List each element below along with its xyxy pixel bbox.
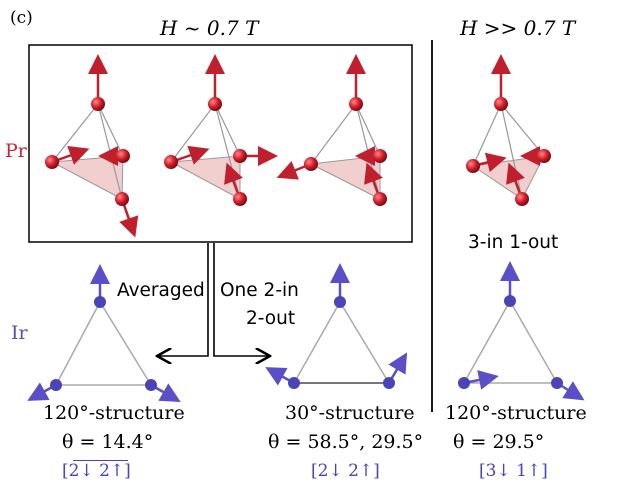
three-in-one-out-label: 3-in 1-out [468, 232, 559, 253]
connector-arrows [157, 243, 270, 356]
pr-tetrahedron-3 [276, 54, 387, 206]
middle-config-label: [2↓ 2↑] [311, 461, 380, 481]
ir-triangle-middle [265, 263, 408, 389]
right-structure-label: 120°-structure [445, 402, 587, 424]
left-config-label: [2↓ 2↑] [62, 461, 131, 481]
one-2in-label-line1: One 2-in [220, 280, 299, 301]
left-structure-label: 120°-structure [43, 402, 185, 424]
pr-tetrahedron-high-field [466, 54, 551, 206]
pr-label: Pr [5, 140, 27, 162]
panel-label: (c) [10, 8, 33, 28]
right-theta-label: θ = 29.5° [453, 431, 545, 453]
header-low-field: H ~ 0.7 T [160, 16, 259, 40]
left-theta-label: θ = 14.4° [62, 431, 154, 453]
ir-triangle-right [458, 261, 585, 401]
middle-structure-label: 30°-structure [285, 402, 415, 424]
low-field-box [28, 44, 413, 243]
pr-tetrahedron-2 [164, 54, 278, 206]
averaged-label: Averaged [117, 280, 205, 301]
right-config-label: [3↓ 1↑] [479, 461, 548, 481]
ir-label: Ir [11, 322, 28, 344]
pr-tetrahedron-1 [45, 54, 139, 238]
left-config-overline [73, 460, 128, 461]
one-2in-label-line2: 2-out [246, 308, 296, 329]
middle-theta-label: θ = 58.5°, 29.5° [268, 431, 424, 453]
ir-triangle-left [27, 264, 181, 402]
header-high-field: H >> 0.7 T [460, 16, 576, 40]
